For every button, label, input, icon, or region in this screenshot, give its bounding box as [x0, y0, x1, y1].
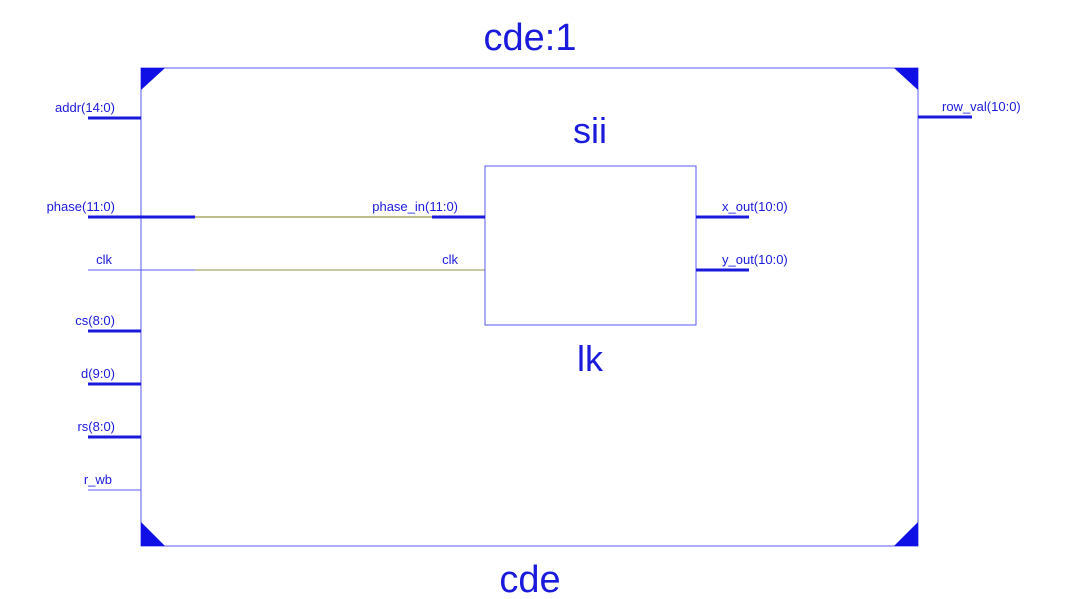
pin-row-val-label: row_val(10:0): [942, 99, 1021, 114]
pin-clk[interactable]: clk: [88, 252, 195, 271]
outer-input-pins: addr(14:0) phase(11:0) clk cs(8:0) d(9:0…: [47, 100, 195, 491]
inner-pin-phase-in[interactable]: phase_in(11:0): [372, 199, 485, 219]
pin-rs[interactable]: rs(8:0): [77, 419, 141, 439]
corner-marker-tr: [894, 68, 918, 90]
pin-d[interactable]: d(9:0): [81, 366, 141, 386]
pin-d-label: d(9:0): [81, 366, 115, 381]
pin-cs-label: cs(8:0): [75, 313, 115, 328]
pin-phase-label: phase(11:0): [47, 199, 115, 214]
pin-addr[interactable]: addr(14:0): [55, 100, 141, 120]
outer-output-pins: row_val(10:0): [918, 99, 1021, 119]
pin-clk-label: clk: [96, 252, 112, 267]
pin-row-val[interactable]: row_val(10:0): [918, 99, 1021, 119]
outer-block-name: cde: [499, 559, 560, 599]
pin-r-wb-label: r_wb: [84, 472, 112, 487]
inner-block[interactable]: sii lk: [484, 110, 697, 379]
pin-rs-label: rs(8:0): [77, 419, 115, 434]
outer-block: cde:1 cde: [140, 17, 919, 599]
outer-block-border: [140, 67, 919, 547]
inner-pin-clk-label: clk: [442, 252, 458, 267]
inner-block-border: [484, 165, 697, 326]
outer-block-title: cde:1: [484, 17, 577, 59]
pin-r-wb[interactable]: r_wb: [84, 472, 141, 491]
wires: [195, 216, 485, 271]
inner-pin-x-out-label: x_out(10:0): [722, 199, 788, 214]
inner-pin-y-out-label: y_out(10:0): [722, 252, 788, 267]
corner-marker-tl: [141, 68, 165, 90]
inner-pin-y-out[interactable]: y_out(10:0): [696, 252, 788, 272]
pin-phase[interactable]: phase(11:0): [47, 199, 195, 219]
corner-marker-bl: [141, 522, 165, 546]
pin-addr-label: addr(14:0): [55, 100, 115, 115]
inner-output-pins: x_out(10:0) y_out(10:0): [696, 199, 788, 272]
inner-block-name: lk: [577, 338, 604, 379]
inner-block-title: sii: [573, 110, 607, 151]
corner-marker-br: [894, 522, 918, 546]
inner-input-pins: phase_in(11:0) clk: [372, 199, 485, 267]
pin-cs[interactable]: cs(8:0): [75, 313, 141, 333]
inner-pin-phase-in-label: phase_in(11:0): [372, 199, 458, 214]
inner-pin-x-out[interactable]: x_out(10:0): [696, 199, 788, 219]
inner-pin-clk[interactable]: clk: [442, 252, 458, 267]
